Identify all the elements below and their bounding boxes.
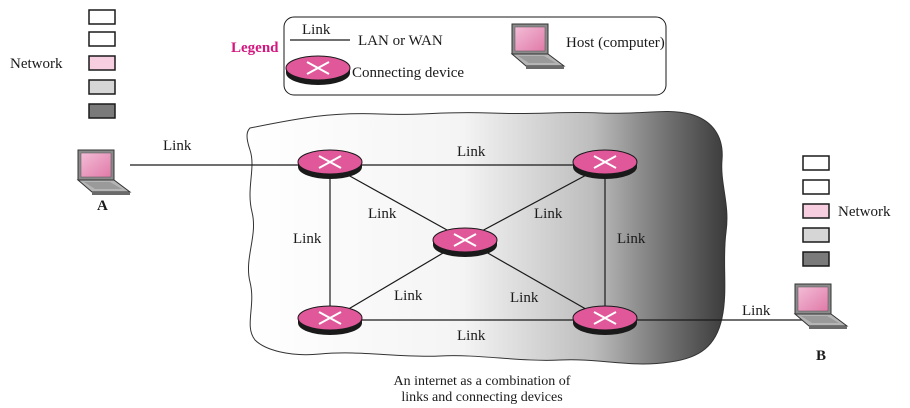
label-link-left: Link [293,231,322,247]
host-a-network-label: Network [10,56,63,72]
label-link-top: Link [457,144,486,160]
link-upper-right-diag [464,164,606,241]
host-b-stack [802,155,830,267]
stack-layer [802,179,830,195]
stack-layer [802,155,830,171]
legend-host-meaning: Host (computer) [566,35,665,51]
router-top-right [572,149,638,180]
link-lower-right-diag [464,239,606,321]
label-link-upper-left-diag: Link [368,206,397,222]
label-link-bottom: Link [457,328,486,344]
stack-layer [802,227,830,243]
host-a: A [77,149,131,214]
legend-link-symbol-label: Link [302,22,331,38]
laptop-icon [794,283,848,330]
label-link-upper-right-diag: Link [534,206,563,222]
host-a-label: A [97,198,108,214]
stack-layer [802,251,830,267]
stack-layer [88,9,116,25]
legend-title: Legend [231,40,279,56]
label-link-lower-left-diag: Link [394,288,423,304]
network-layer [802,203,830,219]
router-bottom-right [572,305,638,336]
legend-device-meaning: Connecting device [352,65,464,81]
legend-link-meaning: LAN or WAN [358,33,443,49]
link-upper-left-diag [329,164,466,241]
router-center [432,227,498,258]
laptop-icon [77,149,131,196]
stack-layer [88,103,116,119]
host-a-stack [88,9,116,119]
legend: Legend Link LAN or WAN Connecting device… [231,16,667,96]
router-top-left [297,149,363,180]
host-b-label: B [816,348,826,364]
legend-box [283,16,667,96]
stack-layer [88,31,116,47]
label-link-lower-right-diag: Link [510,290,539,306]
host-b: B [794,283,848,364]
links [130,164,805,321]
caption-line-2: links and connecting devices [401,390,562,405]
label-link-a: Link [163,138,192,154]
router-bottom-left [297,305,363,336]
label-link-right: Link [617,231,646,247]
host-b-network-label: Network [838,204,891,220]
caption-line-1: An internet as a combination of [394,374,571,389]
stack-layer [88,79,116,95]
network-layer [88,55,116,71]
legend-router-icon [285,55,351,86]
label-link-b: Link [742,303,771,319]
